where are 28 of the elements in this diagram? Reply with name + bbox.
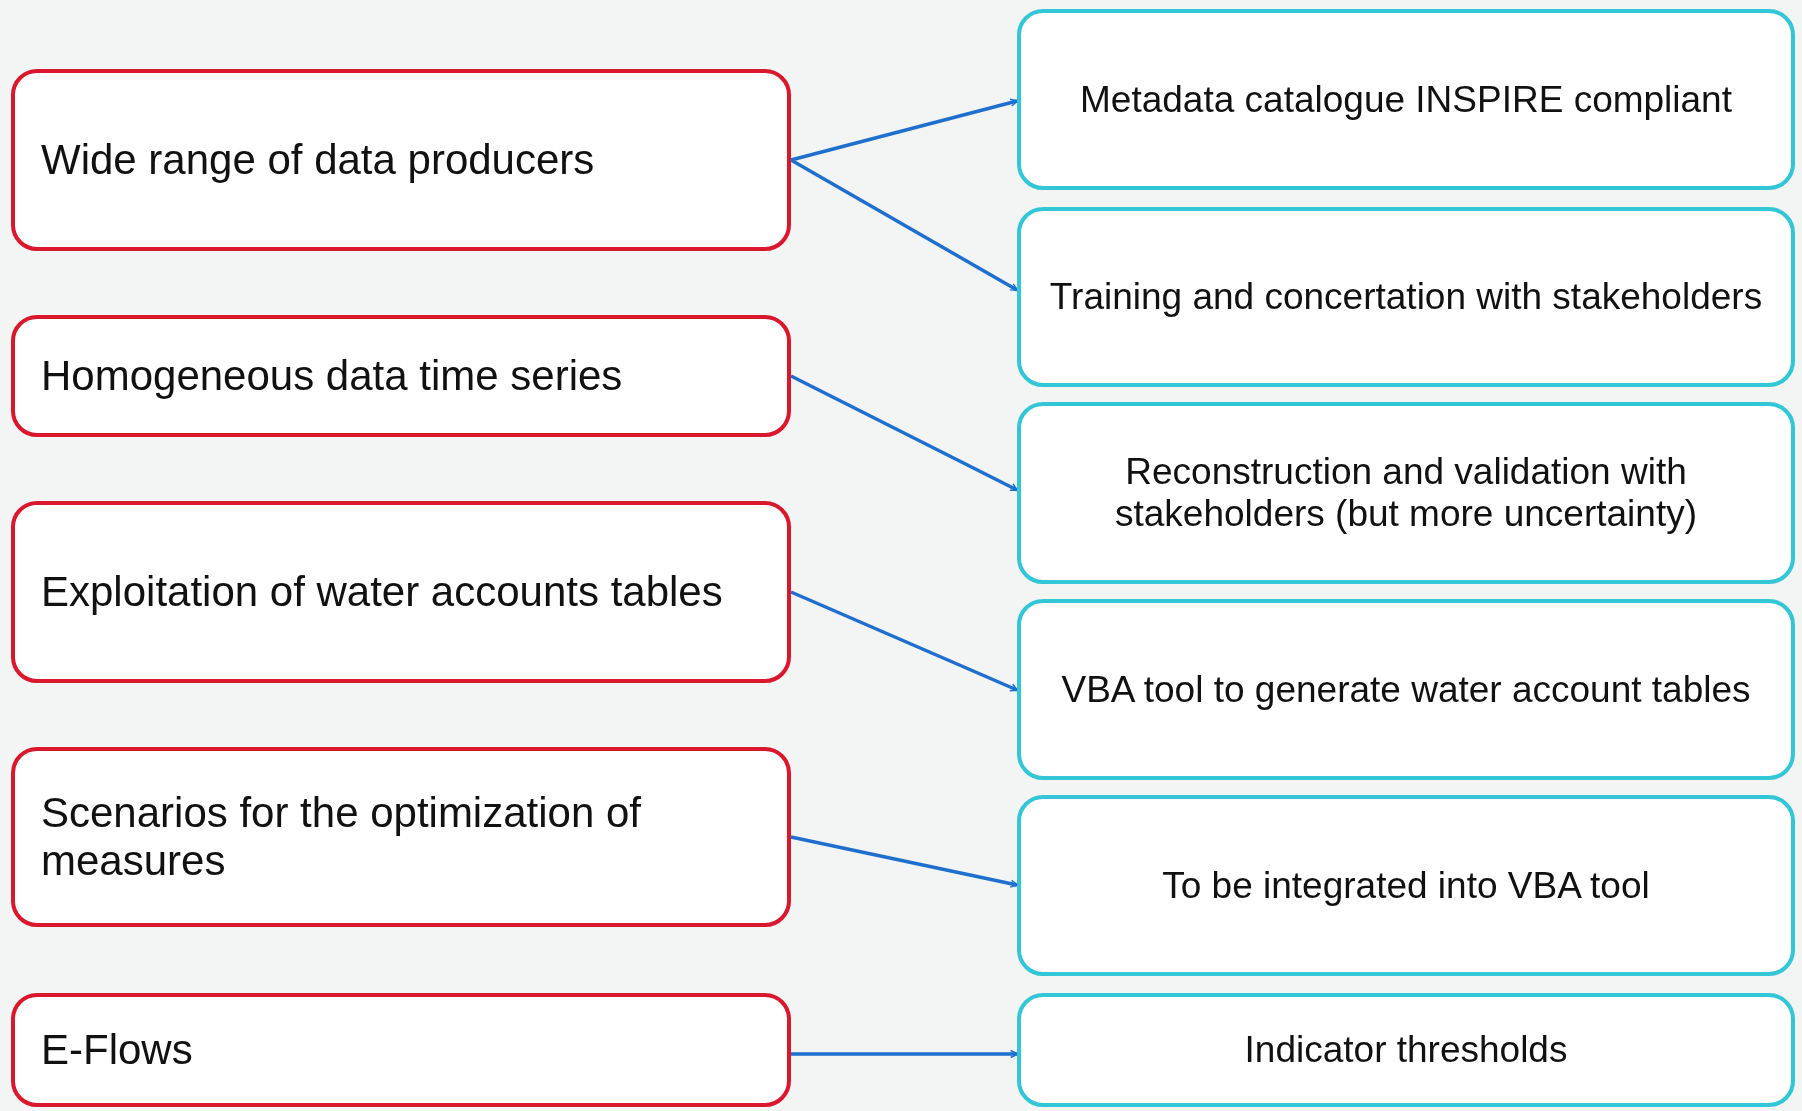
arrow bbox=[791, 1049, 1019, 1059]
box-text: E-Flows bbox=[41, 1026, 193, 1074]
challenge-box bbox=[11, 501, 791, 683]
box-text: Wide range of data producers bbox=[41, 136, 595, 184]
box-text: Scenarios for the optimization of measures bbox=[41, 789, 642, 885]
box-text: Reconstruction and validation with stakeholders (but more uncertainty) bbox=[1114, 451, 1698, 535]
solution-box bbox=[1017, 993, 1795, 1107]
solution-box bbox=[1017, 599, 1795, 780]
arrow bbox=[790, 98, 1019, 162]
box-text: To be integrated into VBA tool bbox=[1162, 864, 1650, 907]
challenge-box bbox=[11, 747, 791, 927]
box-text: Training and concertation with stakeholders bbox=[1049, 276, 1763, 318]
box-text: Homogeneous data time series bbox=[41, 352, 623, 400]
arrow bbox=[790, 590, 1019, 692]
solution-box bbox=[1017, 207, 1795, 387]
arrow bbox=[790, 374, 1019, 492]
arrow bbox=[790, 835, 1019, 888]
solution-box bbox=[1017, 402, 1795, 584]
challenge-box bbox=[11, 315, 791, 437]
challenge-box bbox=[11, 993, 791, 1107]
box-text: Exploitation of water accounts tables bbox=[41, 568, 723, 616]
box-text: VBA tool to generate water account tables bbox=[1061, 668, 1751, 711]
challenge-box bbox=[11, 69, 791, 251]
solution-box bbox=[1017, 795, 1795, 976]
box-text: Indicator thresholds bbox=[1244, 1029, 1568, 1071]
box-text: Metadata catalogue INSPIRE compliant bbox=[1080, 78, 1732, 121]
solution-box bbox=[1017, 9, 1795, 190]
arrow bbox=[790, 158, 1019, 292]
